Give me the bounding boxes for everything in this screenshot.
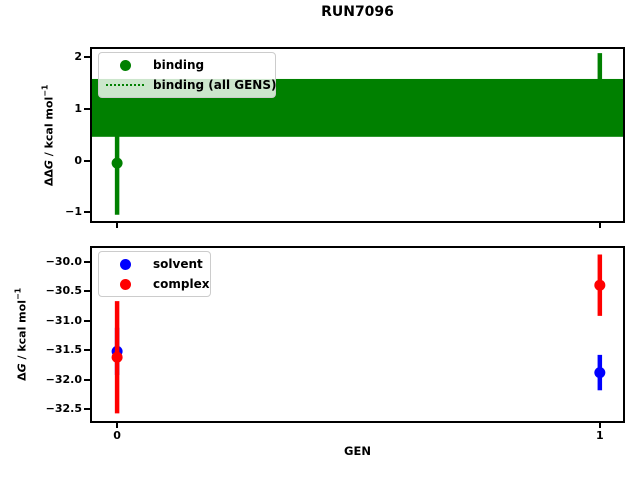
y-tick-label: 0 (74, 153, 82, 167)
y-tick-label: −32.5 (45, 402, 82, 416)
legend-label-solvent: solvent (153, 257, 203, 271)
complex-point-gen0 (111, 351, 123, 363)
y-tick-label: 1 (74, 101, 82, 115)
y-tick-label: −32.0 (45, 372, 82, 386)
y-tick-label: 2 (74, 50, 82, 64)
legend-item-binding-all-gens: binding (all GENS) (105, 75, 276, 95)
y-tick-label: −30.5 (45, 284, 82, 298)
solvent-point-gen1 (594, 367, 606, 379)
legend-item-binding: binding (105, 55, 269, 75)
bottom-y-axis-label: ΔG / kcal mol−1 (14, 234, 29, 434)
complex-point-gen1 (594, 279, 606, 291)
x-tick-mark (116, 223, 119, 228)
binding-marker-icon (119, 59, 131, 71)
x-tick-mark (598, 423, 601, 428)
ylabel-exponent: −1 (40, 84, 50, 97)
y-tick-label: −31.0 (45, 313, 82, 327)
legend-label-binding: binding (153, 58, 205, 72)
chart-title: RUN7096 (321, 4, 394, 20)
legend-item-solvent: solvent (105, 254, 204, 274)
ylabel-delta: ΔΔ (42, 169, 56, 187)
y-tick-mark (84, 349, 90, 352)
legend-swatch-cell (105, 258, 145, 270)
legend-label-binding-all-gens: binding (all GENS) (153, 78, 277, 92)
bottom-subplot: solvent complex (90, 246, 625, 423)
y-tick-label: −31.5 (45, 343, 82, 357)
y-tick-mark (84, 260, 90, 263)
solvent-marker-icon (119, 258, 131, 270)
y-tick-mark (84, 378, 90, 381)
y-tick-mark (84, 56, 90, 59)
y-tick-mark (84, 211, 90, 214)
ylabel-g: G (15, 363, 29, 373)
dotted-line-icon (106, 84, 144, 86)
x-tick-mark (116, 423, 119, 428)
ylabel-units: / kcal mol (15, 300, 29, 364)
binding-point-gen1 (594, 80, 606, 92)
complex-marker-icon (119, 278, 131, 290)
y-tick-mark (84, 290, 90, 293)
x-tick-mark (598, 223, 601, 228)
bottom-plot-canvas (111, 254, 606, 414)
ylabel-exponent: −1 (13, 287, 23, 301)
ylabel-delta: Δ (15, 372, 29, 381)
legend-swatch-cell (105, 84, 145, 86)
legend-swatch-cell (105, 278, 145, 290)
y-tick-label: −30.0 (45, 254, 82, 268)
top-subplot: binding binding (all GENS) (90, 47, 625, 223)
bottom-legend: solvent complex (98, 251, 211, 297)
legend-item-complex: complex (105, 274, 209, 294)
x-tick-label: 1 (596, 429, 604, 442)
x-tick-label: 0 (113, 429, 121, 442)
y-tick-mark (84, 159, 90, 162)
y-tick-label: −1 (65, 205, 82, 219)
x-axis-label: GEN (344, 444, 371, 458)
top-legend: binding binding (all GENS) (98, 52, 276, 98)
legend-swatch-cell (105, 59, 145, 71)
legend-label-complex: complex (153, 277, 210, 291)
y-tick-mark (84, 107, 90, 110)
y-tick-mark (84, 408, 90, 411)
y-tick-mark (84, 319, 90, 322)
binding-point-gen0 (111, 157, 123, 169)
